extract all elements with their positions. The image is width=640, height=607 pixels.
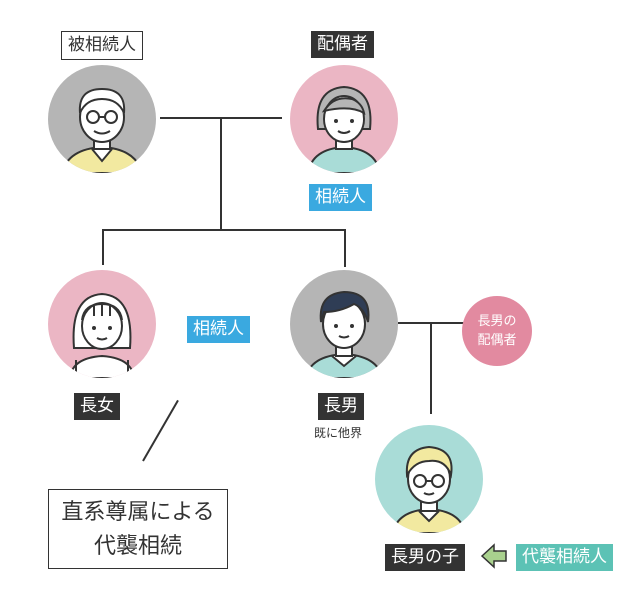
decedent-label: 被相続人 — [61, 31, 143, 60]
spouse-heir-badge: 相続人 — [309, 184, 372, 211]
grandmother-icon — [306, 85, 382, 173]
callout-box: 直系尊属による 代襲相続 — [48, 489, 228, 569]
callout-pointer — [142, 399, 179, 462]
grandchild-icon — [391, 445, 467, 533]
connector-trunk — [220, 117, 222, 230]
spouse-label: 配偶者 — [311, 31, 374, 58]
connector-children-bar — [102, 229, 346, 231]
grandchild-avatar — [375, 425, 483, 533]
arrow-left-icon — [480, 543, 507, 569]
son-avatar — [290, 270, 398, 378]
son-deceased-note: 既に他界 — [314, 426, 363, 440]
grandchild-label: 長男の子 — [385, 544, 465, 571]
callout-line1: 直系尊属による — [61, 500, 215, 525]
connector-to-grandchild — [430, 322, 432, 414]
daughter-avatar — [48, 270, 156, 378]
son-label: 長男 — [318, 393, 364, 420]
son-spouse-label-line2: 配偶者 — [477, 333, 517, 348]
connector-to-son — [344, 229, 346, 267]
son-spouse-label-line1: 長男の — [477, 314, 517, 329]
son-icon — [304, 290, 384, 378]
connector-to-daughter — [102, 229, 104, 265]
spouse-avatar — [290, 65, 398, 173]
grandfather-icon — [60, 87, 144, 173]
son-spouse-badge: 長男の 配偶者 — [462, 296, 532, 366]
daughter-label: 長女 — [74, 393, 120, 420]
substitute-heir-badge: 代襲相続人 — [516, 544, 613, 571]
decedent-avatar — [48, 65, 156, 173]
daughter-heir-badge: 相続人 — [187, 316, 250, 343]
daughter-icon — [68, 292, 136, 378]
callout-line2: 代襲相続 — [93, 534, 182, 559]
